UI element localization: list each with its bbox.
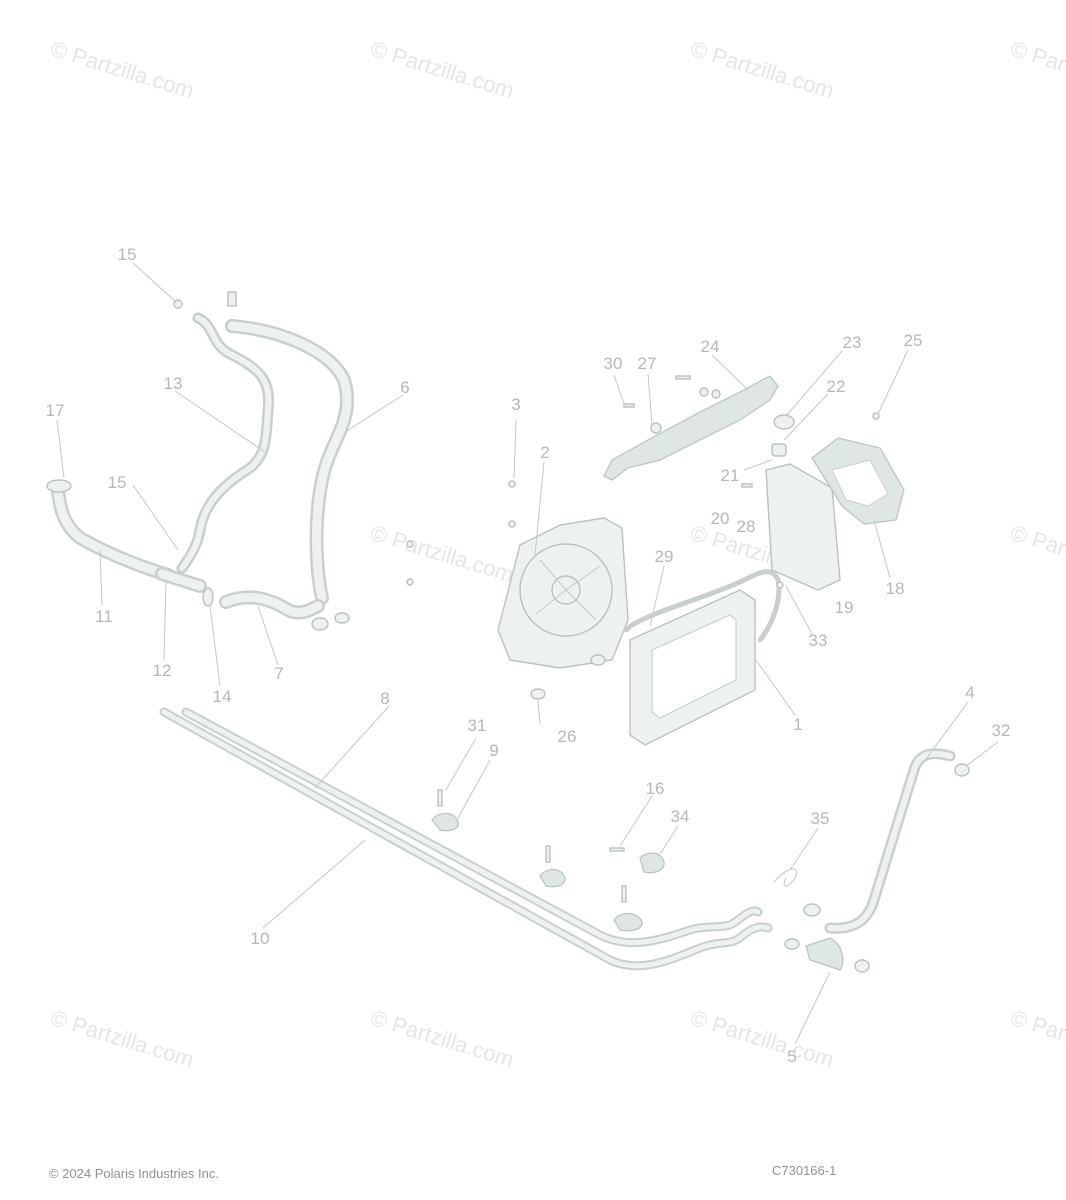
- callout-13: 13: [164, 374, 183, 393]
- callout-15-mid: 15: [108, 473, 127, 492]
- callout-8: 8: [380, 689, 389, 708]
- copyright-text: © 2024 Polaris Industries Inc.: [49, 1166, 219, 1181]
- sensor-34: [609, 847, 665, 874]
- bolt-33: [776, 581, 784, 589]
- hose-7: [219, 590, 325, 620]
- callout-28: 28: [737, 517, 756, 536]
- callout-labels: 1 2 3 4 5 6 7 8 9 10 11 12 13 14 15 15 1…: [46, 245, 1011, 1066]
- diagram-code: C730166-1: [772, 1163, 837, 1178]
- clamp-17: [46, 479, 72, 493]
- callout-22: 22: [827, 377, 846, 396]
- leader-lines: [56, 262, 999, 1045]
- reservoir-18: [765, 414, 841, 591]
- callout-35: 35: [811, 809, 830, 828]
- callout-14: 14: [213, 687, 232, 706]
- callout-15-top: 15: [118, 245, 137, 264]
- callout-9: 9: [489, 741, 498, 760]
- callout-26: 26: [558, 727, 577, 746]
- callout-27: 27: [638, 354, 657, 373]
- fan-shroud-2: [497, 517, 629, 669]
- callout-31: 31: [468, 716, 487, 735]
- bracket-24: [603, 375, 779, 481]
- callout-10: 10: [251, 929, 270, 948]
- callout-21: 21: [721, 466, 740, 485]
- callout-12: 12: [153, 661, 172, 680]
- callout-32: 32: [992, 721, 1011, 740]
- callout-23: 23: [843, 333, 862, 352]
- hose-6: [225, 319, 355, 605]
- callout-29: 29: [655, 547, 674, 566]
- bolt-25: [872, 412, 880, 420]
- bolt-21: [741, 483, 753, 488]
- callout-6: 6: [400, 378, 409, 397]
- callout-3: 3: [511, 395, 520, 414]
- callout-17: 17: [46, 401, 65, 420]
- callout-25: 25: [904, 331, 923, 350]
- bracket-lower-a: [539, 845, 566, 888]
- clamp-32: [954, 763, 970, 777]
- callout-5: 5: [787, 1047, 796, 1066]
- clamp-14: [202, 587, 214, 607]
- hose-12: [155, 567, 207, 593]
- fitting-top: [227, 291, 237, 307]
- reservoir-bracket: [811, 437, 905, 525]
- bracket-9: [431, 789, 459, 832]
- callout-7: 7: [274, 664, 283, 683]
- hose-13: [176, 312, 275, 574]
- hose-4: [824, 748, 956, 934]
- callout-34: 34: [671, 807, 690, 826]
- callout-20: 20: [711, 509, 730, 528]
- tube-8: [181, 707, 763, 948]
- callout-4: 4: [965, 683, 974, 702]
- callout-30: 30: [604, 354, 623, 373]
- callout-19: 19: [835, 598, 854, 617]
- callout-2: 2: [540, 443, 549, 462]
- callout-24: 24: [701, 337, 720, 356]
- clamp-lower: [784, 903, 870, 973]
- callout-1: 1: [793, 715, 802, 734]
- spring-clip-35: [773, 868, 798, 887]
- radiator-1: [623, 569, 782, 746]
- callout-11: 11: [95, 607, 113, 626]
- tube-10: [159, 707, 773, 971]
- fan-bolts-3: [406, 480, 516, 586]
- fitting-5: [805, 937, 844, 971]
- hose-11: [51, 483, 175, 582]
- grommet-26: [530, 654, 606, 700]
- bracket-lower-b: [613, 885, 643, 932]
- clamp-pair: [311, 612, 350, 631]
- callout-33: 33: [809, 631, 828, 650]
- callout-18: 18: [886, 579, 905, 598]
- callout-16: 16: [646, 779, 665, 798]
